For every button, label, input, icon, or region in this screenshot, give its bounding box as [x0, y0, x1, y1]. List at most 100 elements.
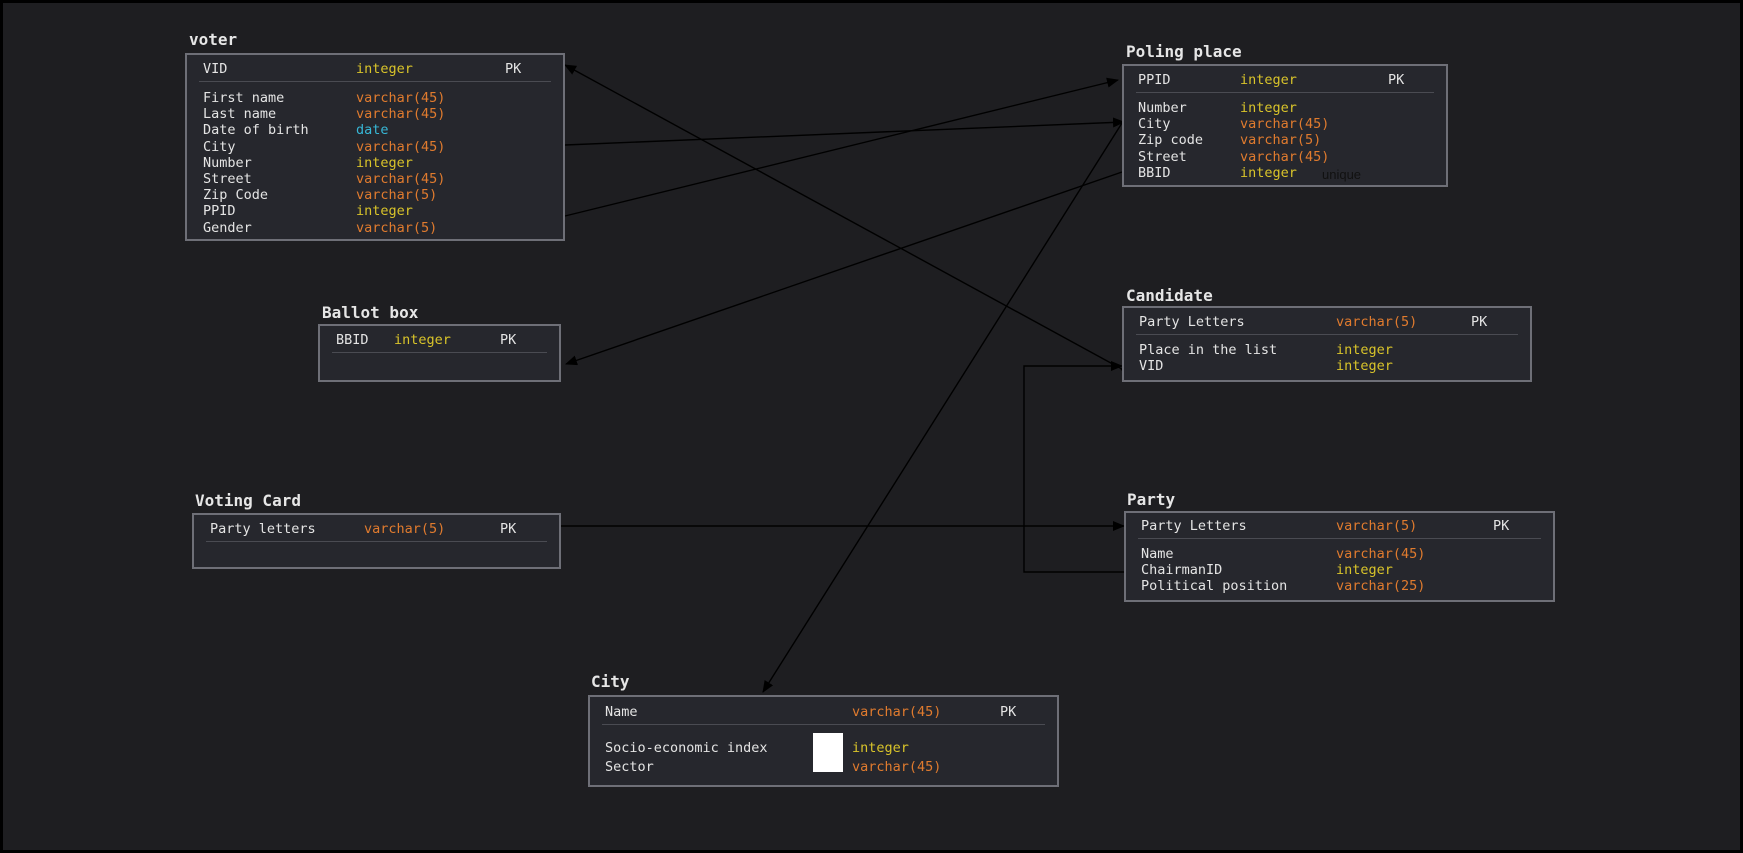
pk-separator: [1136, 92, 1434, 93]
field-name: Party Letters: [1139, 314, 1245, 330]
city-table-title: City: [591, 672, 630, 691]
pk-badge: PK: [500, 332, 517, 348]
field-name: Zip code: [1138, 132, 1204, 149]
field-name: Name: [1141, 546, 1174, 562]
field-type: integer: [852, 740, 909, 756]
candidate-table-title: Candidate: [1126, 286, 1213, 305]
pk-separator: [1138, 538, 1541, 539]
pk-separator: [602, 724, 1045, 725]
field-type: integer: [394, 332, 451, 348]
pk-badge: PK: [1388, 72, 1405, 88]
field-name: City: [203, 138, 236, 155]
city-field-row[interactable]: Sector varchar(45): [590, 759, 1057, 775]
field-type: date: [356, 122, 389, 139]
field-type: varchar(45): [852, 758, 942, 775]
candidate-field-row[interactable]: VID integer: [1124, 358, 1530, 374]
field-name: Party Letters: [1141, 518, 1247, 534]
field-type: integer: [1336, 342, 1393, 358]
field-type: varchar(45): [1240, 116, 1330, 133]
field-type: integer: [356, 61, 413, 77]
field-name: Date of birth: [203, 122, 309, 139]
ballot-box-table-title: Ballot box: [322, 303, 419, 322]
field-type: varchar(45): [356, 171, 446, 187]
poling-place-field-row[interactable]: City varchar(45): [1124, 116, 1446, 132]
poling-place-table-title: Poling place: [1126, 42, 1242, 61]
field-name: VID: [203, 61, 228, 77]
poling-place-field-row[interactable]: Zip code varchar(5): [1124, 132, 1446, 148]
field-type: integer: [1240, 164, 1297, 181]
field-type: integer: [1240, 100, 1297, 116]
field-name: Place in the list: [1139, 342, 1278, 358]
voter-field-row[interactable]: Number integer: [187, 155, 563, 171]
city-pk-row[interactable]: Name varchar(45) PK: [590, 704, 1057, 720]
field-type: integer: [356, 203, 413, 220]
field-type: varchar(5): [1336, 518, 1418, 534]
pk-badge: PK: [500, 521, 517, 537]
field-name: First name: [203, 90, 285, 106]
candidate-field-row[interactable]: Place in the list integer: [1124, 342, 1530, 358]
field-type: varchar(45): [356, 138, 446, 155]
field-name: Street: [1138, 148, 1187, 165]
city-field-row[interactable]: Socio-economic index integer: [590, 740, 1057, 756]
field-name: Political position: [1141, 578, 1288, 595]
party-table-title: Party: [1127, 490, 1176, 509]
field-type: varchar(5): [356, 219, 438, 236]
field-name: Number: [1138, 100, 1187, 116]
voter-field-row[interactable]: City varchar(45): [187, 139, 563, 155]
voter-table-title: voter: [189, 30, 238, 49]
field-type: integer: [1336, 358, 1393, 375]
voter-field-row[interactable]: Date of birth date: [187, 122, 563, 138]
field-name: Number: [203, 154, 252, 171]
field-name: Socio-economic index: [605, 740, 768, 756]
voter-field-row[interactable]: Gender varchar(5): [187, 220, 563, 236]
pk-separator: [199, 81, 551, 82]
field-name: Gender: [203, 219, 252, 236]
voter-field-row[interactable]: PPID integer: [187, 203, 563, 219]
field-name: Party letters: [210, 521, 316, 537]
ballot-box-pk-row[interactable]: BBID integer PK: [320, 332, 559, 348]
ballot-box-table[interactable]: BBID integer PK: [318, 324, 561, 382]
poling-place-unique-note: unique: [1322, 167, 1362, 182]
field-type: varchar(45): [1240, 148, 1330, 165]
field-name: Name: [605, 704, 638, 720]
field-name: PPID: [203, 203, 236, 220]
field-name: PPID: [1138, 72, 1171, 88]
field-name: City: [1138, 116, 1171, 133]
field-name: VID: [1139, 358, 1164, 375]
field-name: Sector: [605, 758, 654, 775]
pk-separator: [1136, 334, 1518, 335]
field-type: varchar(5): [1240, 132, 1322, 149]
field-type: varchar(45): [356, 106, 446, 123]
voting-card-table-title: Voting Card: [195, 491, 301, 510]
field-name: BBID: [1138, 164, 1171, 181]
field-name: BBID: [336, 332, 369, 348]
pk-badge: PK: [1000, 704, 1017, 720]
field-type: integer: [356, 154, 413, 171]
poling-place-field-row[interactable]: BBID integer: [1124, 165, 1446, 181]
field-type: varchar(5): [356, 187, 438, 204]
poling-place-field-row[interactable]: Number integer: [1124, 100, 1446, 116]
poling-place-field-row[interactable]: Street varchar(45): [1124, 149, 1446, 165]
redaction-box: [813, 733, 843, 772]
field-type: varchar(5): [1336, 314, 1418, 330]
pk-separator: [332, 352, 547, 353]
field-type: varchar(45): [852, 704, 942, 720]
